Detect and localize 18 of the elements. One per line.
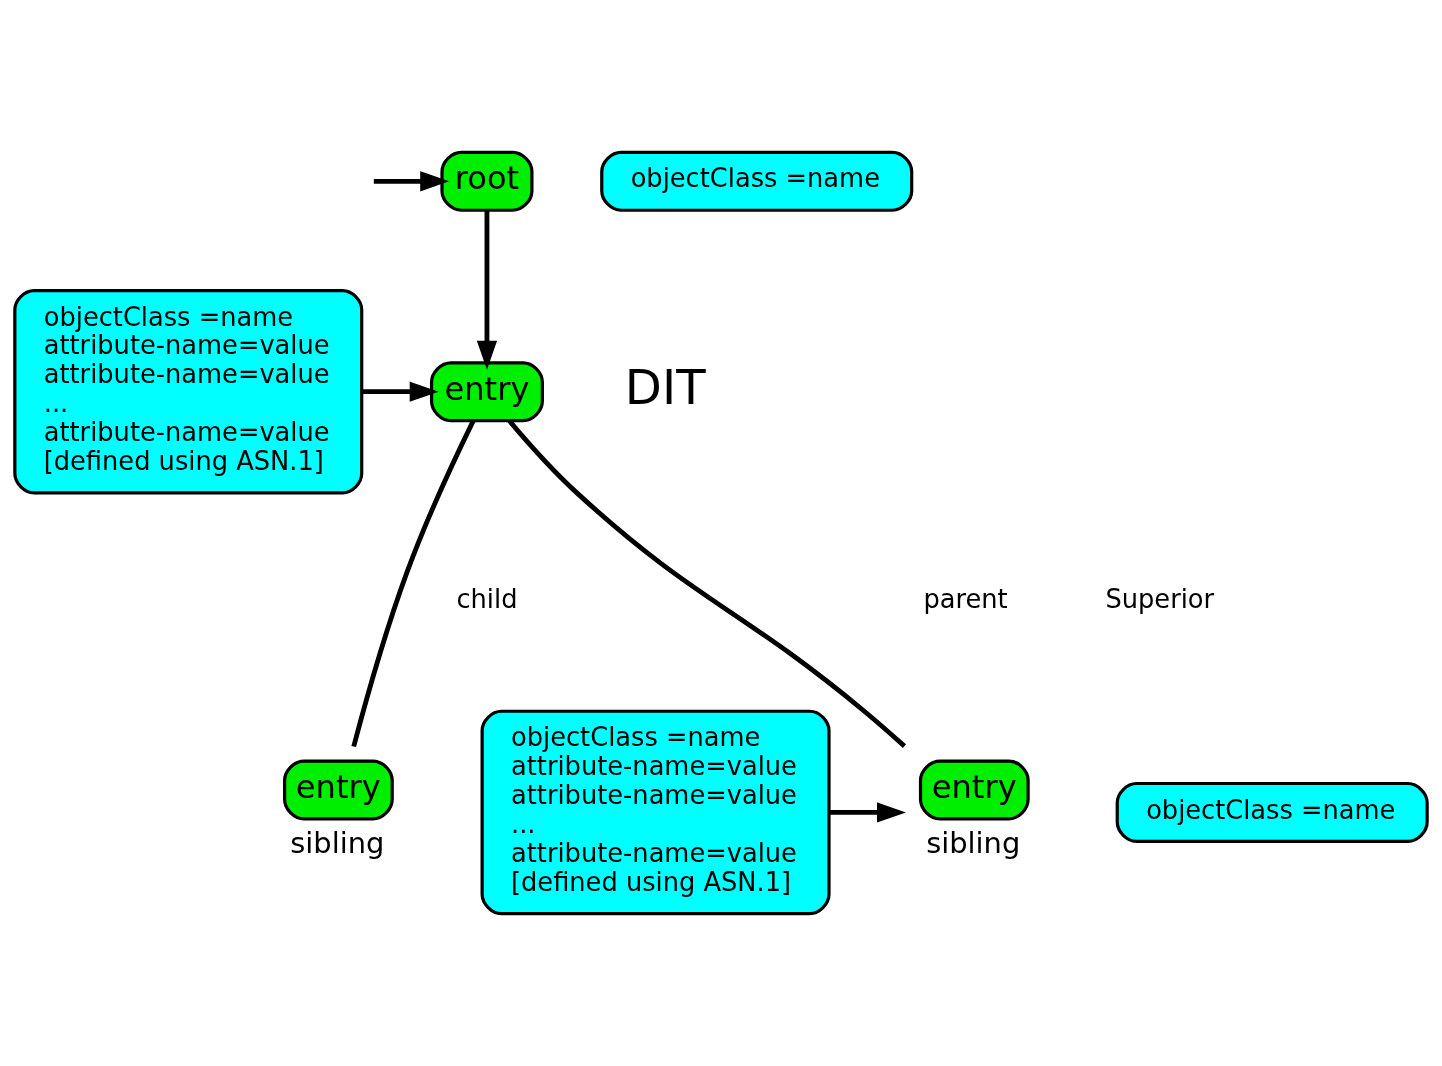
node-box: objectClass =name (1115, 781, 1429, 843)
label: Superior (1105, 584, 1215, 615)
arrow (476, 210, 498, 370)
node-box: entry (429, 361, 544, 423)
node-box: objectClass =name (600, 150, 914, 212)
label: DIT (624, 358, 706, 415)
node-label: sibling (926, 826, 1021, 861)
label: child (456, 584, 518, 615)
node-box: root (440, 150, 534, 212)
label: parent (923, 584, 1008, 615)
node-box: objectClass =name attribute-name=value attribute-name=value ... attribute-name=value [defined using ASN.1] (480, 709, 831, 916)
arrow (362, 381, 439, 402)
connector (507, 419, 907, 748)
connector (351, 419, 476, 748)
node-label: sibling (290, 826, 385, 861)
arrow (829, 802, 906, 823)
arrow (373, 171, 450, 192)
node-box: objectClass =name attribute-name=value attribute-name=value ... attribute-name=value [defined using ASN.1] (13, 288, 364, 495)
